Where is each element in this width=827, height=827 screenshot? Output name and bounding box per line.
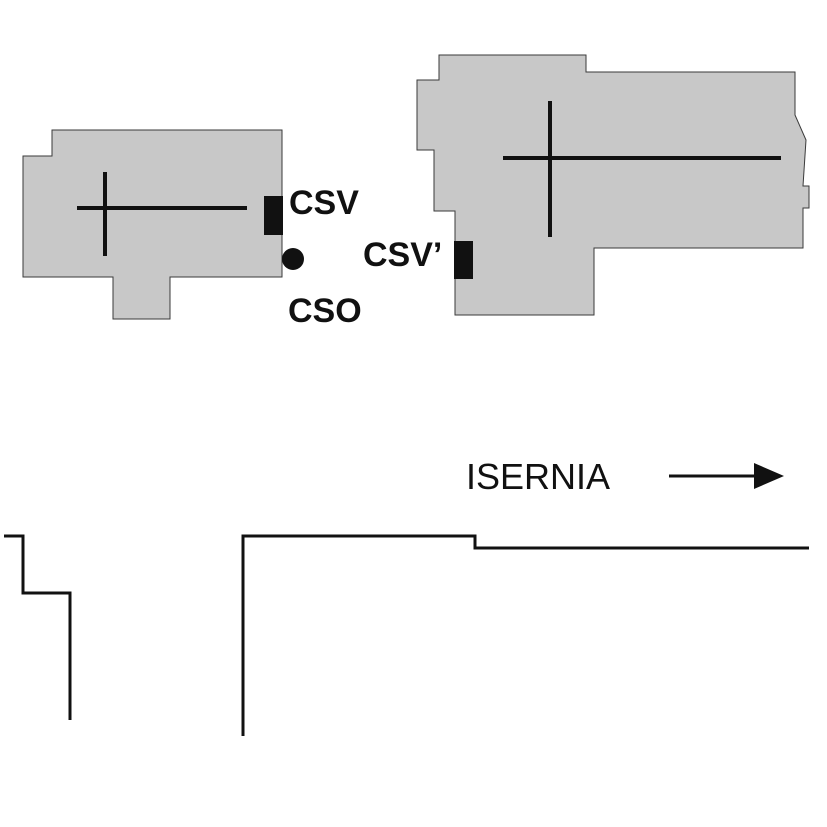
direction-label: ISERNIA	[466, 456, 610, 497]
csv-sensor-block	[264, 196, 283, 235]
csv-prime-label: CSV’	[363, 236, 442, 274]
right-building-footprint	[416, 54, 810, 316]
cso-label: CSO	[288, 292, 362, 330]
right-road-boundary	[241, 534, 809, 736]
cso-sensor-point	[282, 248, 304, 270]
arrow-right-icon	[669, 463, 784, 489]
left-building	[22, 129, 283, 320]
csv-prime-sensor-block	[454, 241, 473, 279]
right-building	[416, 54, 810, 316]
left-road-boundary	[4, 534, 72, 720]
left-building-footprint	[22, 129, 283, 320]
csv-label: CSV	[289, 184, 359, 222]
